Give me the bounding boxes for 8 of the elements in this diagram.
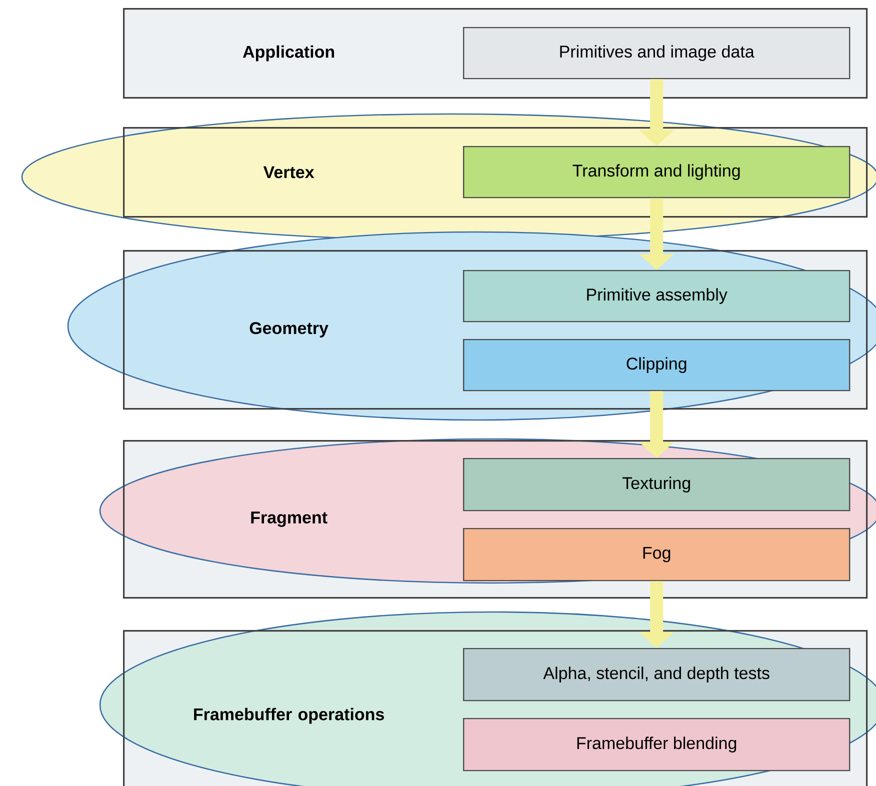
process-box: Clipping	[463, 338, 850, 392]
process-box: Primitives and image data	[463, 26, 850, 80]
process-box: Texturing	[463, 458, 850, 512]
process-box: Framebuffer blending	[463, 718, 850, 772]
process-box: Transform and lighting	[463, 146, 850, 198]
process-box: Alpha, stencil, and depth tests	[463, 648, 850, 702]
process-box: Primitive assembly	[463, 270, 850, 322]
process-box: Fog	[463, 528, 850, 582]
